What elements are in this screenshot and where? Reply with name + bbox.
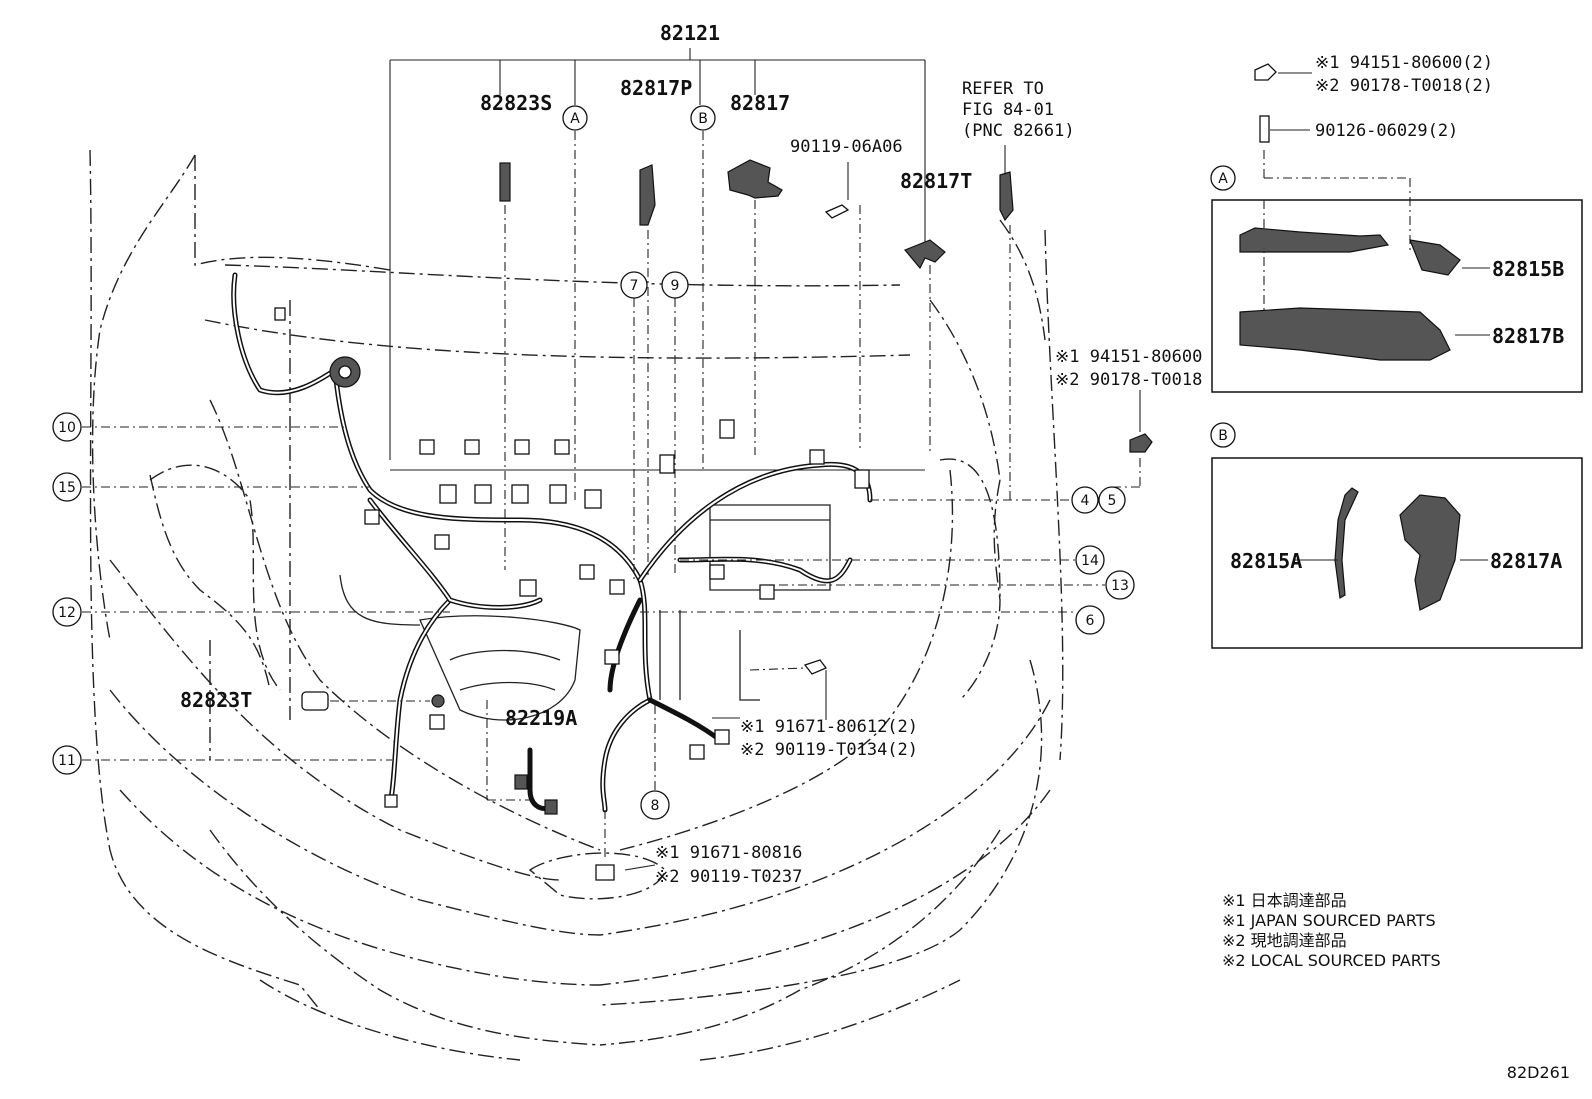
label-82817T: 82817T [900,169,972,193]
label-82815B: 82815B [1492,257,1564,281]
refer-line-1: REFER TO [962,79,1044,99]
callout-8: 8 [640,790,670,820]
callout-4: 4 [1071,486,1099,514]
bolt-91671-80612 [749,659,828,720]
legend-line-1: ※1 日本調達部品 [1222,891,1347,910]
label-90126-06029: 90126-06029(2) [1315,121,1458,141]
engine-wire-harness [231,272,873,813]
detail-b-panel: B 82815A 82817A [1210,422,1583,649]
fastener-top-right-2: ※2 90178-T0018(2) [1315,76,1493,96]
svg-text:B: B [698,111,708,127]
svg-text:6: 6 [1086,613,1095,629]
callout-7: 7 [620,271,648,299]
label-82121: 82121 [660,21,720,45]
label-82817B: 82817B [1492,324,1564,348]
svg-text:5: 5 [1108,493,1117,509]
refer-line-2: FIG 84-01 [962,100,1054,120]
svg-text:A: A [1218,171,1228,187]
refer-clip [999,171,1014,500]
sourcing-legend: ※1 日本調達部品 ※1 JAPAN SOURCED PARTS ※2 現地調達… [1222,891,1441,970]
callout-14: 14 [1075,545,1105,575]
callout-10: 10 [52,412,82,442]
callout-12: 12 [52,597,82,627]
legend-line-3: ※2 現地調達部品 [1222,931,1347,950]
label-82219A: 82219A [505,706,577,730]
nut-94151-80600 [1110,390,1153,488]
svg-text:B: B [1218,428,1228,444]
svg-text:7: 7 [630,278,639,294]
refer-line-3: (PNC 82661) [962,121,1075,141]
connector-82823S [499,162,511,570]
assembly-bracket-82121: 82121 [389,21,926,471]
label-90119-06A06: 90119-06A06 [790,137,903,157]
bolt-90119-06A06 [824,162,861,450]
svg-text:14: 14 [1081,553,1099,569]
svg-text:13: 13 [1111,578,1129,594]
callout-15: 15 [52,472,82,502]
legend-line-2: ※1 JAPAN SOURCED PARTS [1222,911,1436,930]
callout-6: 6 [1075,605,1105,635]
label-82815A: 82815A [1230,549,1302,573]
callout-9: 9 [661,271,689,299]
svg-text:A: A [570,111,580,127]
fastener-top-right-1: ※1 94151-80600(2) [1315,53,1493,73]
label-82817A: 82817A [1490,549,1562,573]
bolt-91671-80816 [595,810,615,881]
top-right-stud: 90126-06029(2) [1259,115,1458,250]
label-82823T: 82823T [180,688,252,712]
sensor-82219A [486,700,558,815]
fastener-mid-right-2: ※2 90178-T0018 [1055,370,1202,390]
fastener-mid-right-1: ※1 94151-80600 [1055,347,1202,367]
fastener-bottom-2: ※2 90119-T0237 [655,867,802,887]
clamp-82817P [639,164,656,575]
svg-text:10: 10 [58,420,76,436]
label-82823S: 82823S [480,91,552,115]
detail-ref-a-upper: A [562,105,588,500]
svg-text:12: 12 [58,605,76,621]
top-right-nut: ※1 94151-80600(2) ※2 90178-T0018(2) [1254,53,1493,96]
detail-ref-b-upper: B [690,105,716,470]
label-82817: 82817 [730,91,790,115]
callout-13: 13 [1105,570,1135,600]
svg-text:8: 8 [651,798,660,814]
fastener-bottom-1: ※1 91671-80816 [655,843,802,863]
detail-a-panel: A 82815B 82817B [1210,165,1583,393]
diagram-code: 82D261 [1507,1063,1570,1082]
clamp-82817T [904,239,946,455]
svg-text:9: 9 [671,278,680,294]
bracket-82817 [727,159,783,455]
callout-11: 11 [52,745,82,775]
fastener-center-1: ※1 91671-80612(2) [740,717,918,737]
connector-82823T [301,691,445,711]
svg-text:11: 11 [58,753,76,769]
svg-text:15: 15 [58,480,76,496]
label-82817P: 82817P [620,76,692,100]
car-body-outline [89,149,1064,1061]
callout-leaders [82,298,1105,790]
svg-text:4: 4 [1081,493,1090,509]
legend-line-4: ※2 LOCAL SOURCED PARTS [1222,951,1441,970]
callout-5: 5 [1098,486,1126,514]
refer-to-note: REFER TO FIG 84-01 (PNC 82661) [962,79,1075,175]
fastener-center-2: ※2 90119-T0134(2) [740,740,918,760]
